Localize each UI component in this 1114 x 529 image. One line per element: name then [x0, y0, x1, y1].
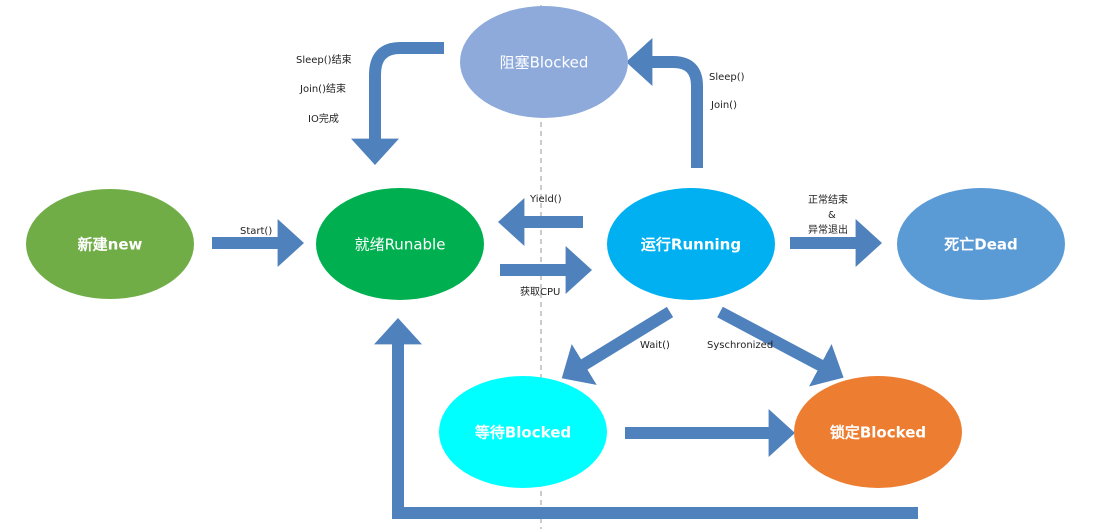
node-blocked: 阻塞Blocked	[460, 6, 628, 118]
node-runnable: 就绪Runable	[316, 188, 484, 300]
arrow-to-blocked	[626, 38, 703, 168]
svg-text:死亡Dead: 死亡Dead	[944, 236, 1017, 254]
label-finish-2: &	[828, 210, 836, 221]
label-sleep-end: Sleep()结束	[296, 53, 352, 66]
svg-text:新建new: 新建new	[78, 236, 143, 254]
label-finish-3: 异常退出	[808, 223, 848, 236]
node-new: 新建new	[26, 189, 194, 299]
svg-text:运行Running: 运行Running	[641, 236, 741, 254]
arrow-return-runnable	[374, 318, 918, 519]
svg-text:就绪Runable: 就绪Runable	[355, 236, 446, 254]
node-locked: 锁定Blocked	[794, 376, 962, 488]
svg-text:等待Blocked: 等待Blocked	[475, 424, 571, 442]
label-finish-1: 正常结束	[808, 193, 848, 206]
label-yield: Yield()	[529, 194, 562, 205]
svg-text:阻塞Blocked: 阻塞Blocked	[500, 54, 589, 72]
label-wait: Wait()	[640, 340, 670, 351]
label-start: Start()	[240, 226, 272, 237]
edges	[212, 38, 918, 519]
node-dead: 死亡Dead	[897, 188, 1065, 300]
arrow-synchronized	[717, 306, 844, 387]
node-running: 运行Running	[607, 188, 775, 300]
label-get-cpu: 获取CPU	[520, 286, 560, 298]
label-synchronized: Syschronized	[707, 340, 773, 351]
label-join-end: Join()结束	[299, 82, 346, 95]
svg-text:锁定Blocked: 锁定Blocked	[830, 424, 926, 442]
label-join: Join()	[710, 100, 737, 111]
label-sleep: Sleep()	[709, 72, 745, 83]
arrow-wait	[561, 306, 674, 385]
node-waiting: 等待Blocked	[439, 376, 607, 488]
arrow-from-blocked	[351, 42, 444, 165]
label-io-done: IO完成	[308, 112, 339, 125]
